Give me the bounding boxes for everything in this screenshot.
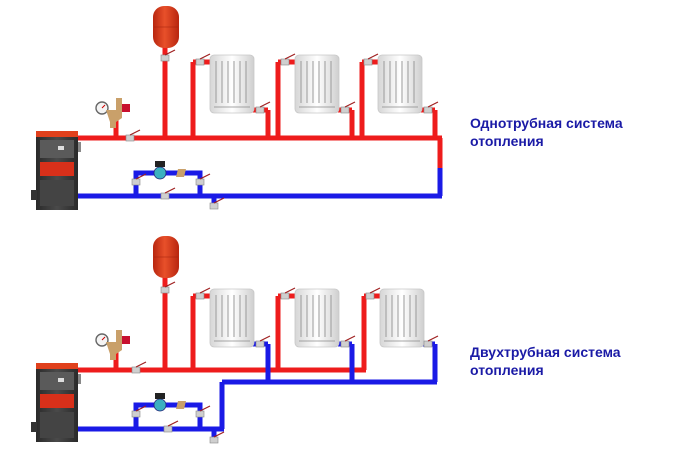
boiler (31, 131, 81, 210)
single-pipe-diagram (31, 6, 443, 210)
expansion-tank (153, 236, 179, 278)
single-pipe-title-line1: Однотрубная система (470, 115, 623, 131)
return-pipe (62, 168, 443, 206)
two-pipe-diagram (31, 236, 439, 444)
single-pipe-title-line2: отопления (470, 133, 544, 149)
boiler (31, 363, 81, 442)
two-pipe-label: Двухтрубная система отопления (470, 343, 621, 379)
single-pipe-label: Однотрубная система отопления (470, 114, 623, 150)
expansion-tank (153, 6, 179, 48)
two-pipe-title-line1: Двухтрубная система (470, 344, 621, 360)
two-pipe-title-line2: отопления (470, 362, 544, 378)
